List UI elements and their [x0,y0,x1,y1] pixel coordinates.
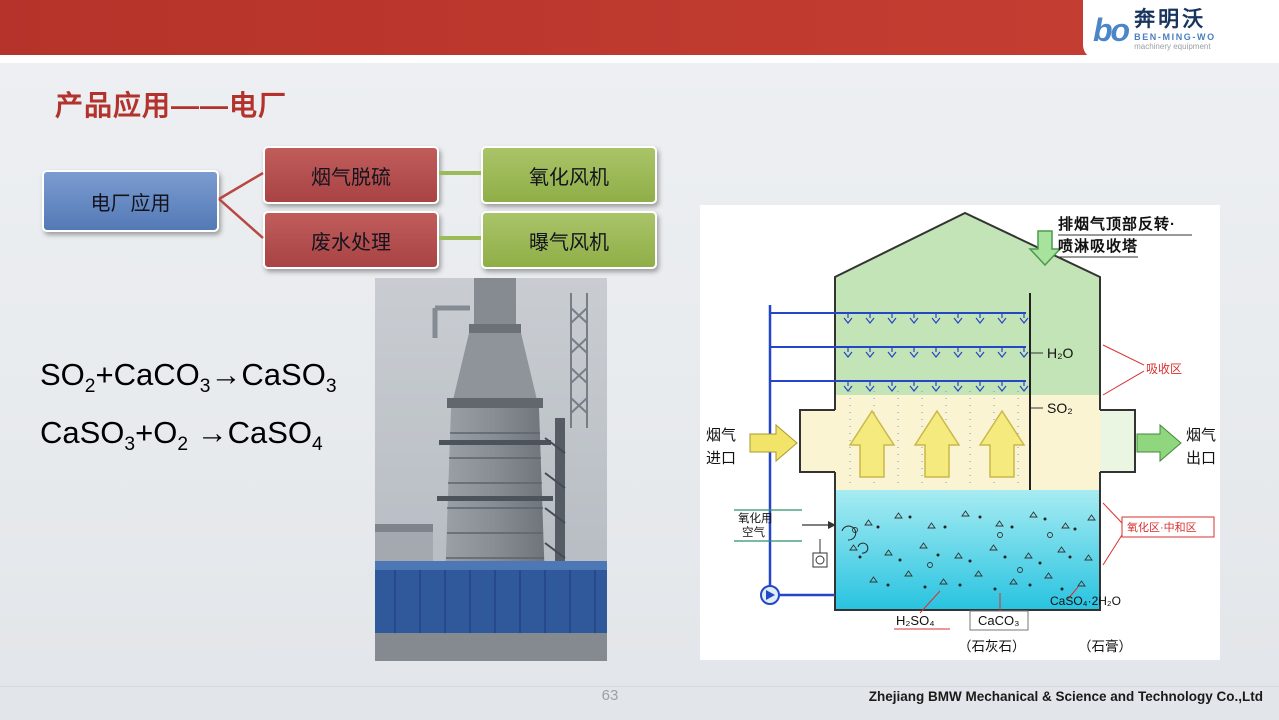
eq2-sub: 3 [124,434,136,456]
power-plant-photo-art [375,278,607,661]
inlet-duct [799,409,835,473]
flowchart-node-aeration-fan: 曝气风机 [481,211,657,269]
caco3-box [969,610,1029,631]
equation-2: CaSO3+O2 →CaSO4 [40,410,337,468]
eq1-sub: 3 [199,376,211,398]
page-title: 产品应用——电厂 [55,90,288,121]
power-plant-photo [375,278,607,661]
eq2-term: CaSO [40,415,125,451]
header-divider [0,55,1279,63]
logo-name-en: BEN-MING-WO [1134,31,1216,42]
eq1-term: +CaCO [95,357,200,392]
oxidation-air-label: 空气 [742,525,765,539]
lattice-mast [570,293,588,428]
slurry-particles [849,510,1096,591]
eq1-sub: 2 [84,376,96,398]
diagram-title-line1: 排烟气顶部反转· [1058,215,1176,233]
plant-buildings [375,524,607,661]
spray-headers [770,312,1029,392]
absorber-tower [437,278,553,583]
flowchart-node-desulfurization: 烟气脱硫 [263,146,439,204]
caso4-label: CaSO₄·2H₂O [1050,594,1121,608]
page-number: 63 [601,687,619,704]
eq1-sub: 3 [325,376,337,398]
eq2-sub: 4 [312,434,323,456]
tower-outline [834,211,1101,410]
flowchart-node-root: 电厂应用 [42,170,219,232]
logo-mark-icon: bo [1093,11,1130,48]
flowchart-node-wastewater: 废水处理 [263,211,439,269]
oxidation-air: 氧化用 空气 [734,509,869,568]
equation-1: SO2+CaCO3→CaSO3 [40,352,337,410]
oxidation-zone-box [1121,516,1215,538]
desulfurization-diagram: 氧化用 空气 [700,205,1220,660]
so2-label: SO₂ [1047,400,1073,416]
reversal-arrow-icon [1028,230,1062,267]
eq1-term: →CaSO [210,357,326,392]
header-bar [0,0,1279,55]
flue-gas-inlet-label: 烟气 [706,427,736,444]
oxidation-air-label: 氧化用 [738,511,773,525]
flue-gas-outlet-label: 出口 [1186,450,1216,467]
blower-icon [812,552,828,568]
h2so4-label: H₂SO₄ [896,613,935,628]
flowchart-node-oxidation-fan: 氧化风机 [481,146,657,204]
oxidation-zone-label: 氧化区·中和区 [1127,520,1197,534]
eq2-sub: 2 [177,434,189,456]
eq1-term: SO [40,357,85,392]
gypsum-label: （石膏） [1078,638,1132,654]
limestone-label: （石灰石） [958,639,1026,654]
flue-gas-outlet-label: 烟气 [1186,427,1216,444]
diagram-title-line2: 喷淋吸收塔 [1058,237,1138,255]
outlet-duct [1100,409,1136,473]
eq2-term: →CaSO [188,415,313,451]
footer-company-name: Zhejiang BMW Mechanical & Science and Te… [868,689,1263,704]
logo-name-cn: 奔明沃 [1134,7,1207,31]
logo-tagline: machinery equipment [1134,42,1211,52]
h2o-label: H₂O [1047,345,1074,361]
absorption-zone-label: 吸收区 [1146,362,1182,376]
chemical-equations: SO2+CaCO3→CaSO3 CaSO3+O2 →CaSO4 [40,352,337,468]
eq2-term: +O [135,415,178,451]
stair-tower [544,418,566,583]
footer-rule [0,686,1279,687]
company-logo: bo 奔明沃 BEN-MING-WO machinery equipment [1083,0,1279,59]
flue-gas-inlet-label: 进口 [706,450,736,467]
gas-up-arrows [848,409,1026,478]
logo-text-block: 奔明沃 BEN-MING-WO machinery equipment [1134,8,1216,52]
outlet-arrow-icon [1136,423,1182,463]
inlet-arrow-icon [749,423,798,463]
spray-tower-schematic: 氧化用 空气 [706,211,1216,654]
caco3-label: CaCO₃ [978,613,1019,628]
